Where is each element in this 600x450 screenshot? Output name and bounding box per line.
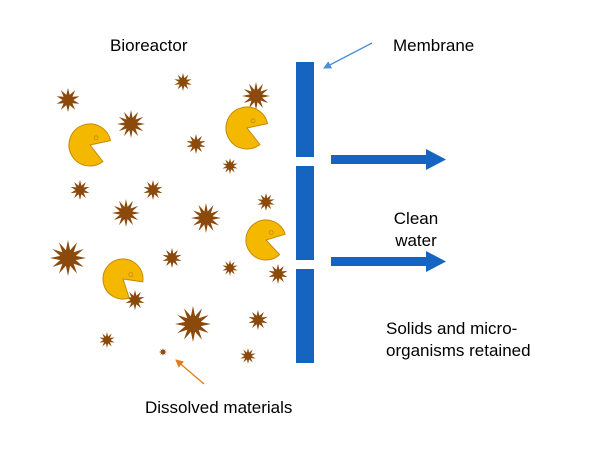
dissolved-pointer-arrow	[175, 359, 205, 385]
spiky-star-icon	[257, 193, 275, 211]
spiky-star-icon	[56, 88, 80, 112]
spiky-star-icon	[191, 203, 221, 233]
spiky-star-icon	[117, 110, 145, 138]
spiky-star-icon	[162, 248, 182, 268]
spiky-star-icon	[99, 332, 115, 348]
spiky-star-icon	[242, 82, 270, 110]
bioreactor-label: Bioreactor	[110, 36, 188, 55]
spiky-star-icon	[222, 158, 238, 174]
solid-particles	[50, 73, 288, 364]
spiky-star-icon	[268, 264, 288, 284]
pacman-icon	[225, 106, 269, 150]
pacman-icon	[245, 219, 286, 261]
spiky-star-icon	[50, 240, 86, 276]
spiky-star-icon	[186, 134, 206, 154]
spiky-star-icon	[240, 348, 256, 364]
spiky-star-icon	[112, 199, 140, 227]
spiky-star-icon	[143, 180, 163, 200]
membrane-pointer-arrow	[323, 42, 373, 69]
spiky-star-icon	[248, 310, 268, 330]
membrane-segment-bottom	[296, 269, 314, 363]
microorganisms	[68, 106, 286, 300]
spiky-star-icon	[70, 180, 90, 200]
dissolved-materials-label: Dissolved materials	[145, 398, 293, 417]
outflow-arrow-top	[331, 149, 446, 170]
spiky-star-icon	[159, 348, 167, 356]
membrane	[296, 62, 314, 363]
membrane-segment-middle	[296, 166, 314, 260]
spiky-star-icon	[175, 306, 211, 342]
clean-water-label: Clean water	[393, 209, 439, 250]
solids-retained-label: Solids and micro-organisms retained	[386, 319, 531, 360]
pacman-icon	[102, 258, 144, 300]
membrane-label: Membrane	[393, 36, 475, 55]
pacman-icon	[68, 123, 112, 167]
membrane-segment-top	[296, 62, 314, 157]
spiky-star-icon	[125, 290, 145, 310]
spiky-star-icon	[174, 73, 192, 91]
spiky-star-icon	[222, 260, 238, 276]
outflow-arrow-bottom	[331, 251, 446, 272]
